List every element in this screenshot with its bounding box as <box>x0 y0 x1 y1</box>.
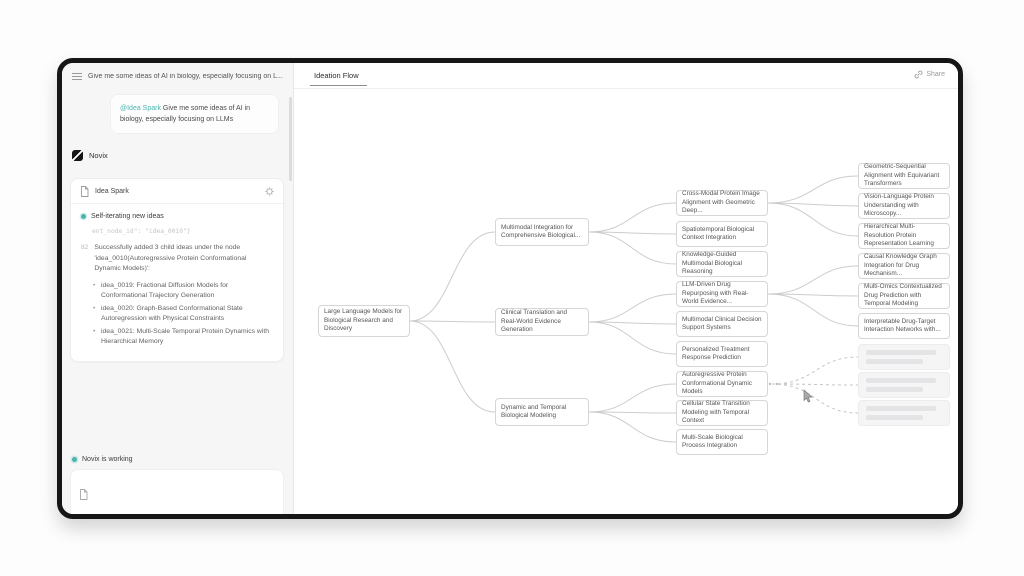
novix-logo-icon <box>72 150 83 161</box>
flow-node-l3[interactable]: Personalized Treatment Response Predicti… <box>676 341 768 367</box>
user-message-text: Give me some ideas of AI in biology, esp… <box>120 105 251 123</box>
pointer-cursor-icon <box>803 389 813 403</box>
working-status-text: Novix is working <box>82 456 133 463</box>
ideation-flow-canvas[interactable]: Large Language Models for Biological Res… <box>294 89 958 514</box>
flow-node-root[interactable]: Large Language Models for Biological Res… <box>318 305 410 337</box>
tool-code-snippet: ent_node_id": "idea_0010"} <box>92 228 191 235</box>
flow-node-l2[interactable]: Dynamic and Temporal Biological Modeling <box>495 398 589 426</box>
working-dot-icon <box>72 457 77 462</box>
flow-node-l4[interactable]: Vision-Language Protein Understanding wi… <box>858 193 950 219</box>
hamburger-icon[interactable] <box>72 73 82 80</box>
conversation-title: Give me some ideas of AI in biology, esp… <box>88 73 283 80</box>
flow-node-loading <box>858 400 950 426</box>
working-status-row: Novix is working <box>72 456 133 463</box>
list-item: idea_0020: Graph-Based Conformational St… <box>93 304 273 325</box>
tool-status-row: Self-iterating new ideas <box>81 213 273 220</box>
main-topbar: Ideation Flow Share <box>294 63 958 89</box>
flow-node-l3[interactable]: Multi-Scale Biological Process Integrati… <box>676 429 768 455</box>
pending-edges <box>771 356 859 414</box>
app-window: Give me some ideas of AI in biology, esp… <box>57 58 963 519</box>
assistant-row: Novix <box>72 150 293 161</box>
flow-node-l3[interactable]: Cellular State Transition Modeling with … <box>676 400 768 426</box>
idea-spark-title: Idea Spark <box>95 187 129 195</box>
status-dot-icon <box>81 214 86 219</box>
share-label: Share <box>926 71 945 78</box>
idea-spark-card[interactable]: Idea Spark Self-iterating new ideas ent_… <box>70 178 284 362</box>
flow-node-l3[interactable]: Cross-Modal Protein Image Alignment with… <box>676 190 768 216</box>
main-panel: Ideation Flow Share <box>294 63 958 514</box>
idea-spark-card-header: Idea Spark <box>71 179 283 204</box>
attachment-icon[interactable] <box>79 489 88 500</box>
flow-node-l4[interactable]: Hierarchical Multi-Resolution Protein Re… <box>858 223 950 249</box>
flow-node-l3[interactable]: Autoregressive Protein Conformational Dy… <box>676 371 768 397</box>
result-line-number: 82 <box>81 244 89 251</box>
gear-icon[interactable] <box>265 186 274 196</box>
flow-node-l4[interactable]: Interpretable Drug-Target Interaction Ne… <box>858 313 950 339</box>
assistant-name: Novix <box>89 151 108 160</box>
flow-node-loading <box>858 344 950 370</box>
link-icon <box>914 70 923 79</box>
mention-idea-spark[interactable]: @Idea Spark <box>120 105 161 112</box>
flow-node-loading <box>858 372 950 398</box>
flow-node-l3[interactable]: Spatiotemporal Biological Context Integr… <box>676 221 768 247</box>
idea-list: idea_0019: Fractional Diffusion Models f… <box>93 281 273 348</box>
flow-node-l4[interactable]: Multi-Omics Contextualized Drug Predicti… <box>858 283 950 309</box>
flow-node-l2[interactable]: Clinical Translation and Real-World Evid… <box>495 308 589 336</box>
flow-node-l3[interactable]: LLM-Driven Drug Repurposing with Real-Wo… <box>676 281 768 307</box>
idea-spark-body: Self-iterating new ideas ent_node_id": "… <box>71 204 283 357</box>
tool-result-text: Successfully added 3 child ideas under t… <box>94 244 247 272</box>
message-input[interactable] <box>70 469 284 514</box>
document-icon <box>81 185 89 197</box>
tool-status-text: Self-iterating new ideas <box>91 213 164 220</box>
tab-ideation-flow[interactable]: Ideation Flow <box>310 65 367 86</box>
flow-node-l3[interactable]: Knowledge-Guided Multimodal Biological R… <box>676 251 768 277</box>
flow-node-l2[interactable]: Multimodal Integration for Comprehensive… <box>495 218 589 246</box>
tool-result-row: 82 Successfully added 3 child ideas unde… <box>81 243 273 275</box>
flow-node-l4[interactable]: Geometric-Sequential Alignment with Equi… <box>858 163 950 189</box>
share-button[interactable]: Share <box>914 70 945 79</box>
sidebar-scrollbar[interactable] <box>289 97 292 181</box>
flow-edges <box>409 175 859 443</box>
sidebar-header: Give me some ideas of AI in biology, esp… <box>62 63 293 80</box>
list-item: idea_0021: Multi-Scale Temporal Protein … <box>93 327 273 348</box>
list-item: idea_0019: Fractional Diffusion Models f… <box>93 281 273 302</box>
user-message-bubble: @Idea Spark Give me some ideas of AI in … <box>110 94 279 134</box>
chat-sidebar: Give me some ideas of AI in biology, esp… <box>62 63 294 514</box>
flow-node-l3[interactable]: Multimodal Clinical Decision Support Sys… <box>676 311 768 337</box>
flow-node-l4[interactable]: Causal Knowledge Graph Integration for D… <box>858 253 950 279</box>
